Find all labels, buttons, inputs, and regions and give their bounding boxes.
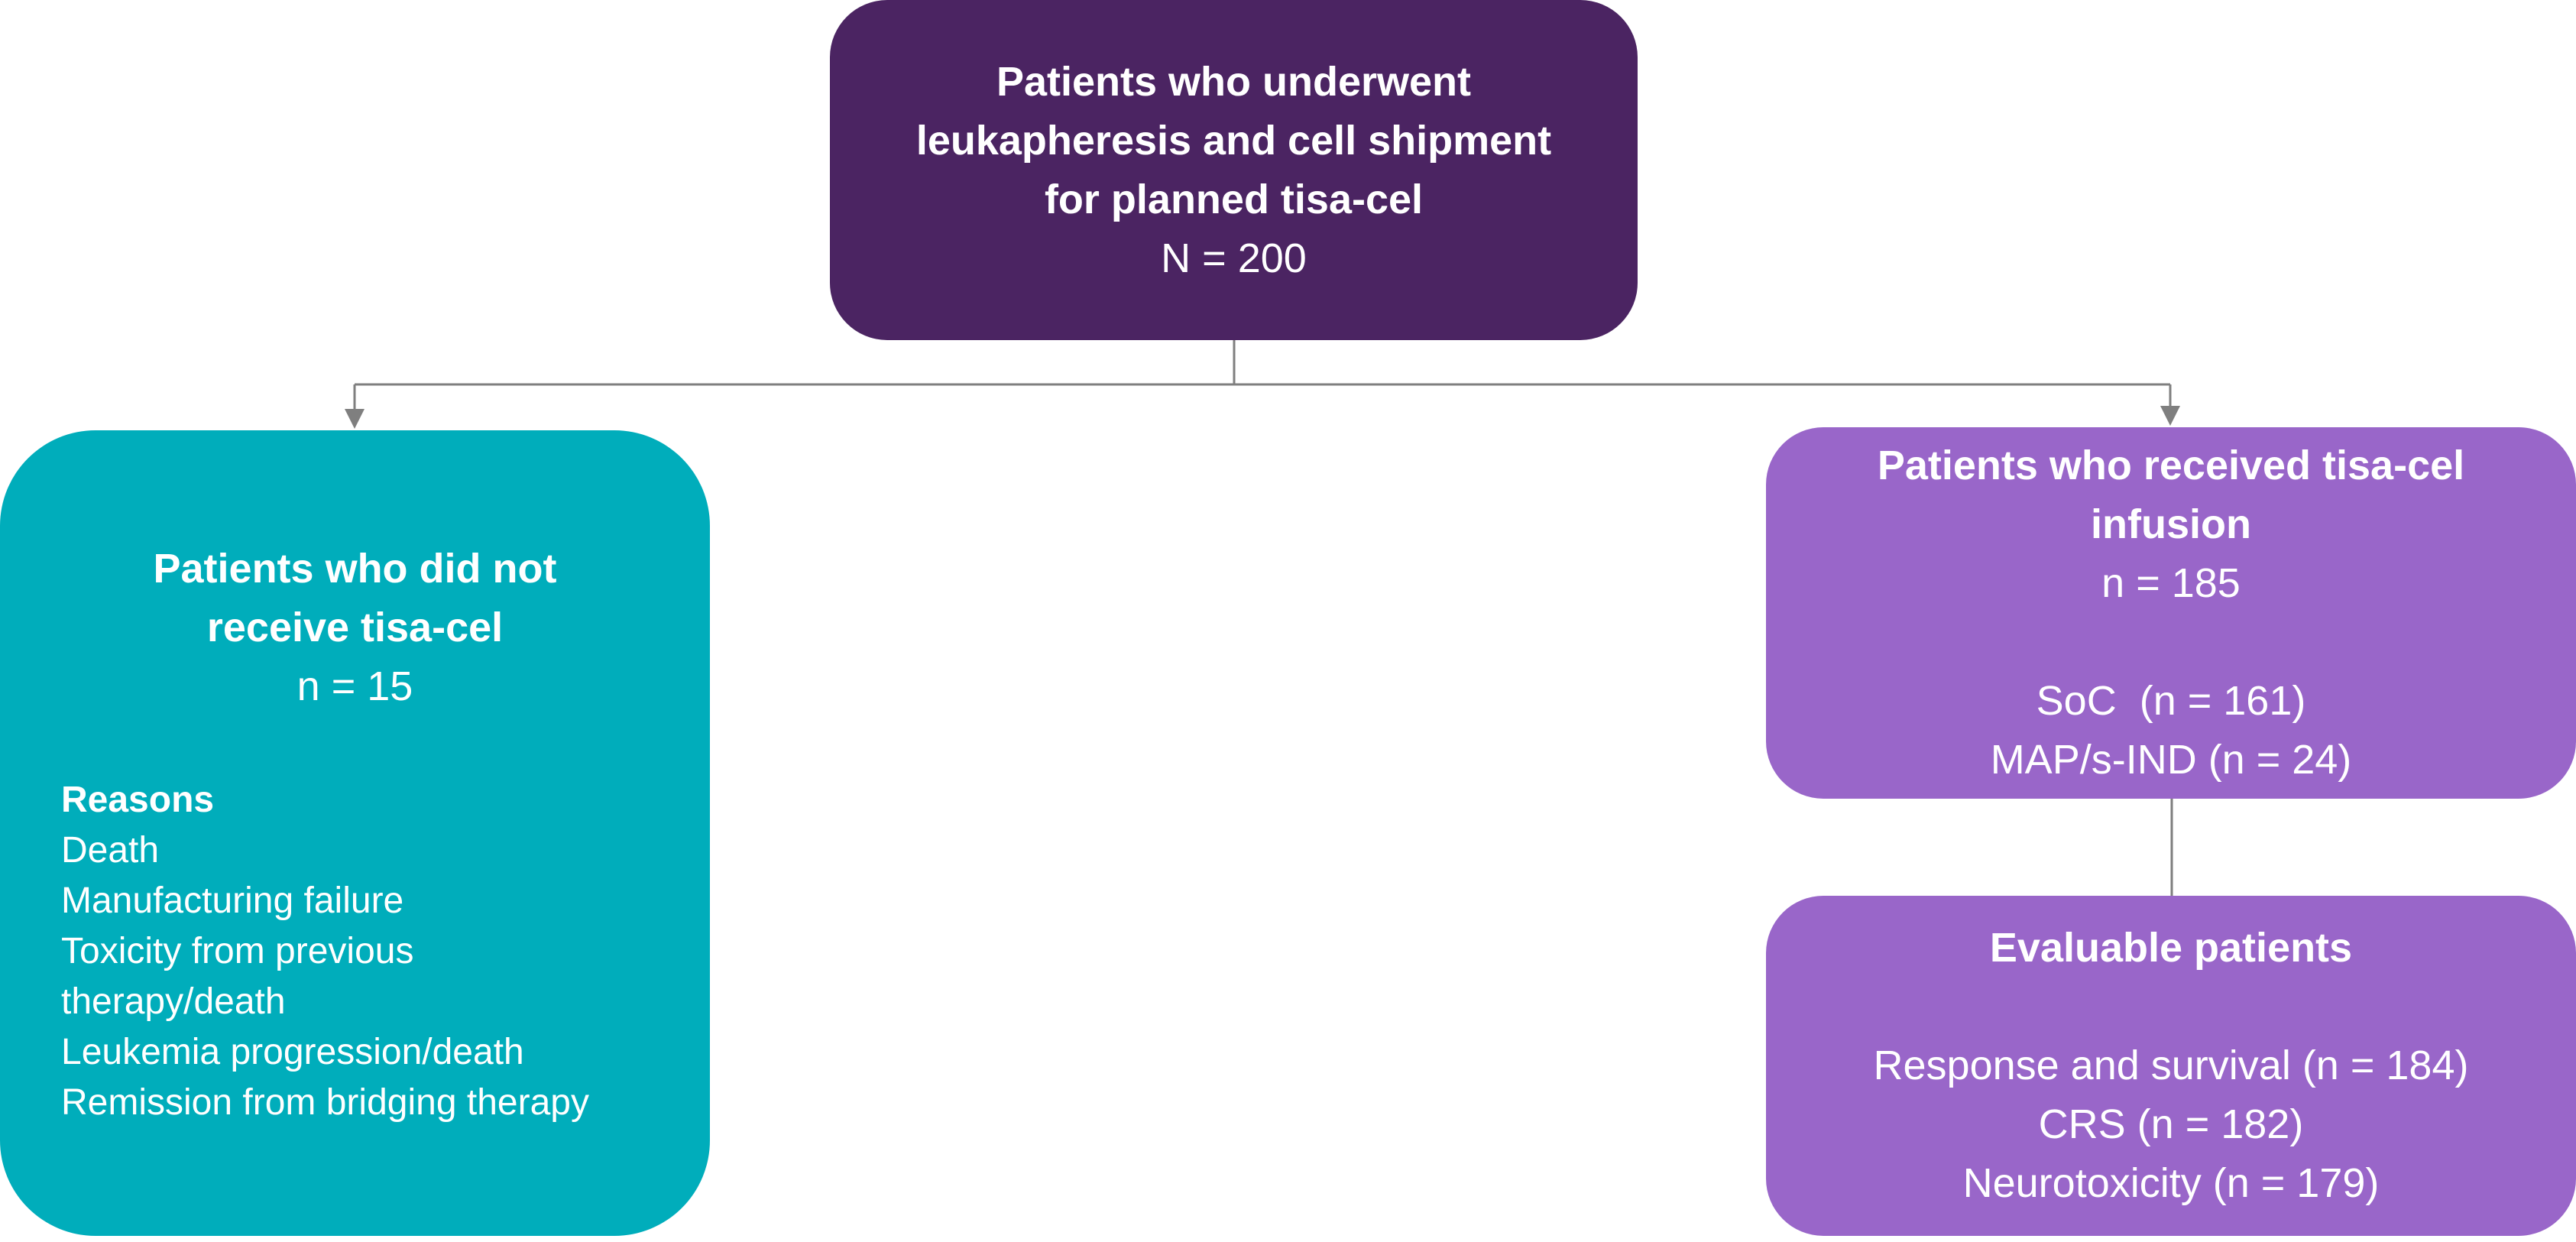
reason-line: Death	[61, 830, 160, 871]
arrowhead-right	[2160, 406, 2180, 426]
received-text: Patients who received tisa-cel infusion …	[1766, 427, 2576, 799]
reasons-list: Reasons Death Manufacturing failure Toxi…	[61, 775, 589, 1128]
enrolled-title-line: Patients who underwent	[996, 58, 1472, 105]
not-received-box: Patients who did not receive tisa-cel n …	[0, 430, 710, 1236]
received-title-line: infusion	[2091, 501, 2251, 547]
received-title-line: Patients who received tisa-cel	[1877, 443, 2465, 488]
reason-line: Manufacturing failure	[61, 880, 404, 921]
enrolled-title-line: leukapheresis and cell shipment	[915, 117, 1552, 164]
reason-line: Remission from bridging therapy	[61, 1082, 589, 1123]
reason-line: Leukemia progression/death	[61, 1032, 524, 1072]
not-received-count: n = 15	[296, 663, 413, 709]
reason-item: Leukemia progression/death	[61, 1027, 589, 1078]
reason-line: therapy/death	[61, 981, 286, 1022]
evaluable-population: CRS (n = 182)	[2038, 1101, 2304, 1147]
enrolled-text: Patients who underwent leukapheresis and…	[830, 0, 1638, 340]
evaluable-population: Response and survival (n = 184)	[1873, 1043, 2469, 1088]
evaluable-population: Neurotoxicity (n = 179)	[1962, 1160, 2380, 1206]
not-received-header: Patients who did not receive tisa-cel n …	[0, 540, 710, 716]
reason-item: Toxicity from previous therapy/death	[61, 926, 589, 1027]
reason-item: Death	[61, 825, 589, 876]
enrolled-patients-box: Patients who underwent leukapheresis and…	[830, 0, 1638, 340]
not-received-title-line: receive tisa-cel	[206, 605, 504, 650]
evaluable-title: Evaluable patients	[1989, 925, 2353, 971]
arrowhead-left	[345, 409, 365, 429]
reasons-heading: Reasons	[61, 780, 215, 820]
evaluable-text: Evaluable patients Response and survival…	[1766, 896, 2576, 1236]
received-count: n = 185	[2101, 560, 2241, 606]
received-subgroup: MAP/s-IND (n = 24)	[1990, 737, 2352, 783]
reason-line: Toxicity from previous	[61, 931, 414, 971]
enrolled-count: N = 200	[1161, 235, 1307, 281]
received-infusion-box: Patients who received tisa-cel infusion …	[1766, 427, 2576, 799]
not-received-title-line: Patients who did not	[153, 546, 557, 592]
reason-item: Remission from bridging therapy	[61, 1078, 589, 1128]
enrolled-title-line: for planned tisa-cel	[1044, 176, 1424, 222]
reason-item: Manufacturing failure	[61, 876, 589, 926]
evaluable-patients-box: Evaluable patients Response and survival…	[1766, 896, 2576, 1236]
received-subgroup: SoC (n = 161)	[2036, 678, 2306, 724]
